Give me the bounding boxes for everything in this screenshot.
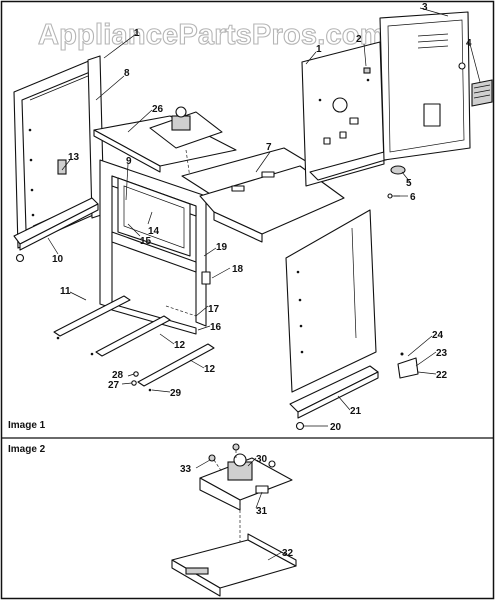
callout-31: 31 <box>256 506 268 517</box>
callout-32: 32 <box>282 548 294 559</box>
callout-15: 15 <box>140 236 152 247</box>
callout-10: 10 <box>52 254 64 265</box>
callout-1-right: 1 <box>316 44 322 55</box>
callout-30: 30 <box>256 454 268 465</box>
callout-29: 29 <box>170 388 182 399</box>
watermark-logo: AppliancePartsPros.com <box>38 19 386 51</box>
callout-16: 16 <box>210 322 222 333</box>
callout-14: 14 <box>148 226 160 237</box>
front-frame <box>99 159 211 327</box>
back-cover <box>379 11 471 161</box>
callout-3: 3 <box>422 2 428 13</box>
hinge-18 <box>201 271 211 285</box>
image-1-panel <box>13 11 493 431</box>
callout-12-lower: 12 <box>204 364 216 375</box>
clip-assembly <box>397 352 419 379</box>
callout-33: 33 <box>180 464 192 475</box>
bottom-front-rail <box>111 303 197 335</box>
callout-22: 22 <box>436 370 448 381</box>
callout-4: 4 <box>466 38 472 49</box>
rear-vent <box>471 79 493 107</box>
callout-8: 8 <box>124 68 130 79</box>
left-bottom-rail <box>13 197 99 263</box>
callout-23: 23 <box>436 348 448 359</box>
callout-18: 18 <box>232 264 244 275</box>
right-bottom-rail <box>289 365 379 431</box>
rear-panel <box>301 41 393 187</box>
callout-2: 2 <box>356 34 362 45</box>
right-side-panel <box>285 209 377 393</box>
callout-20: 20 <box>330 422 342 433</box>
top-front-rail <box>93 115 237 173</box>
callout-1-left: 1 <box>134 28 140 39</box>
callout-9: 9 <box>126 156 132 167</box>
callout-21: 21 <box>350 406 362 417</box>
callout-numbers: 1 2 3 4 5 6 7 8 9 10 11 12 12 13 14 15 1… <box>52 2 472 559</box>
callout-5: 5 <box>406 178 412 189</box>
switch-assembly <box>149 106 223 179</box>
callout-28: 28 <box>112 370 124 381</box>
callout-6: 6 <box>410 192 416 203</box>
callout-12-upper: 12 <box>174 340 186 351</box>
panel-label-image-1: Image 1 <box>8 420 46 431</box>
callout-26: 26 <box>152 104 164 115</box>
callout-27: 27 <box>108 380 120 391</box>
callout-11: 11 <box>60 286 71 297</box>
callout-24: 24 <box>432 330 444 341</box>
callout-7: 7 <box>266 142 272 153</box>
panel-label-image-2: Image 2 <box>8 444 46 455</box>
drawer-rails <box>53 295 215 392</box>
leader-lines <box>47 7 481 561</box>
callout-19: 19 <box>216 242 228 253</box>
callout-17: 17 <box>208 304 220 315</box>
small-hardware <box>363 67 406 199</box>
image-2-panel <box>171 443 297 597</box>
callout-13: 13 <box>68 152 80 163</box>
